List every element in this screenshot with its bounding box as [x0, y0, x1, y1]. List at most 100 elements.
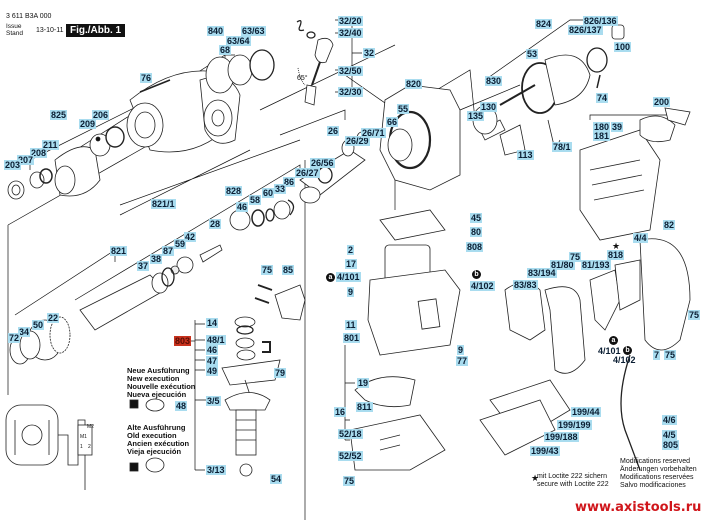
part-label: 824 — [535, 19, 553, 29]
part-label: 805 — [662, 440, 680, 450]
part-label: 32 — [363, 48, 376, 58]
part-label: 206 — [92, 110, 110, 120]
part-label: 33 — [274, 184, 287, 194]
part-label: 840 — [207, 26, 225, 36]
new-execution-note: Neue Ausführung New execution Nouvelle e… — [127, 366, 196, 399]
part-label: 75 — [261, 265, 274, 275]
part-label: 47 — [206, 356, 219, 366]
marker-b: b — [472, 270, 481, 279]
part-label: 3/5 — [206, 396, 221, 406]
marker-b: b — [623, 346, 632, 355]
part-label: 75 — [343, 476, 356, 486]
part-label: 830 — [485, 76, 503, 86]
part-label: 26/29 — [345, 136, 370, 146]
part-label: 11 — [345, 320, 357, 330]
part-label: 32/50 — [338, 66, 363, 76]
part-label: 52/52 — [338, 451, 363, 461]
part-label: 28 — [209, 219, 222, 229]
part-label: 66 — [386, 117, 399, 127]
angle-label: 65° — [297, 75, 308, 82]
part-label: 135 — [467, 111, 485, 121]
part-label: 826/137 — [568, 25, 603, 35]
execution-icons — [129, 341, 271, 473]
part-label: 4/6 — [662, 415, 677, 425]
part-label: 17 — [345, 259, 358, 269]
motor-housing — [349, 209, 461, 471]
part-label: 79 — [274, 368, 287, 378]
part-label: 54 — [270, 474, 283, 484]
part-label: 16 — [334, 407, 347, 417]
part-label: 200 — [653, 97, 671, 107]
part-label: 207 — [17, 155, 35, 165]
part-label: 203 — [4, 160, 22, 170]
marker-a: a — [609, 336, 618, 345]
part-label: 63/63 — [241, 26, 266, 36]
part-label: 45 — [470, 213, 483, 223]
part-label: 26/56 — [310, 158, 335, 168]
part-label: 59 — [174, 239, 187, 249]
marker-a: a — [326, 273, 335, 282]
part-label: 821/1 — [151, 199, 176, 209]
part-label: 801 — [343, 333, 361, 343]
part-label: 55 — [397, 104, 410, 114]
loctite-note: mit Loctite 222 sichern secure with Loct… — [537, 473, 609, 488]
part-label: 34 — [18, 327, 31, 337]
part-label: 199/199 — [557, 420, 592, 430]
wiring-t2: 2 — [88, 444, 91, 450]
wiring-t1: 1 — [80, 444, 83, 450]
part-label: 820 — [405, 79, 423, 89]
part-label: 86 — [283, 177, 296, 187]
part-label: 46 — [206, 345, 219, 355]
part-label: 811 — [356, 402, 373, 412]
part-label: 808 — [466, 242, 484, 252]
part-label: 4/101 — [598, 346, 621, 356]
part-label: 49 — [206, 366, 219, 376]
lever-parts — [296, 20, 334, 106]
part-number: 3 611 B3A 000 — [6, 13, 52, 20]
part-label: 19 — [357, 378, 370, 388]
part-label: 100 — [614, 42, 632, 52]
part-label: 180 — [593, 122, 611, 132]
part-label: 14 — [206, 318, 219, 328]
part-label: 63/64 — [226, 36, 251, 46]
part-label: 26/27 — [295, 168, 320, 178]
website-link[interactable]: www.axistools.ru — [575, 500, 702, 515]
part-label: 181 — [593, 131, 611, 141]
part-label: 113 — [517, 150, 534, 160]
part-label: 825 — [50, 110, 68, 120]
part-label: 82 — [663, 220, 676, 230]
switch-cover — [254, 284, 306, 321]
issue-date: 13-10-11 — [36, 27, 64, 34]
part-label: 32/30 — [338, 87, 363, 97]
part-label: 828 — [225, 186, 243, 196]
part-label-highlight: 803 — [174, 336, 192, 346]
part-label: 75 — [688, 310, 701, 320]
part-label: 37 — [137, 261, 150, 271]
tool-holder-parts — [7, 49, 275, 200]
part-label: 60 — [262, 188, 275, 198]
part-label: 78/1 — [552, 142, 572, 152]
part-label: 199/43 — [530, 446, 560, 456]
part-label: 26/71 — [361, 128, 386, 138]
part-label: 818 — [607, 250, 625, 260]
part-label: 4/4 — [633, 233, 648, 243]
part-label: 81/193 — [581, 260, 611, 270]
part-label: 4/101 — [336, 272, 361, 282]
rear-cover — [579, 107, 691, 241]
part-label: 46 — [236, 202, 249, 212]
armature — [221, 316, 281, 477]
part-label: 2 — [347, 245, 355, 255]
old-execution-note: Alte Ausführung Old execution Ancien exé… — [127, 423, 190, 456]
part-label: 39 — [611, 122, 624, 132]
part-label: 87 — [162, 246, 175, 256]
part-label: 130 — [480, 102, 498, 112]
part-label: 77 — [456, 356, 469, 366]
part-label: 72 — [8, 333, 21, 343]
figure-label: Fig./Abb. 1 — [66, 24, 126, 37]
part-label: 85 — [282, 265, 295, 275]
part-label: 4/5 — [662, 430, 677, 440]
modifications-note: Modifications reserved Änderungen vorbeh… — [620, 458, 697, 489]
part-label: 50 — [32, 320, 45, 330]
